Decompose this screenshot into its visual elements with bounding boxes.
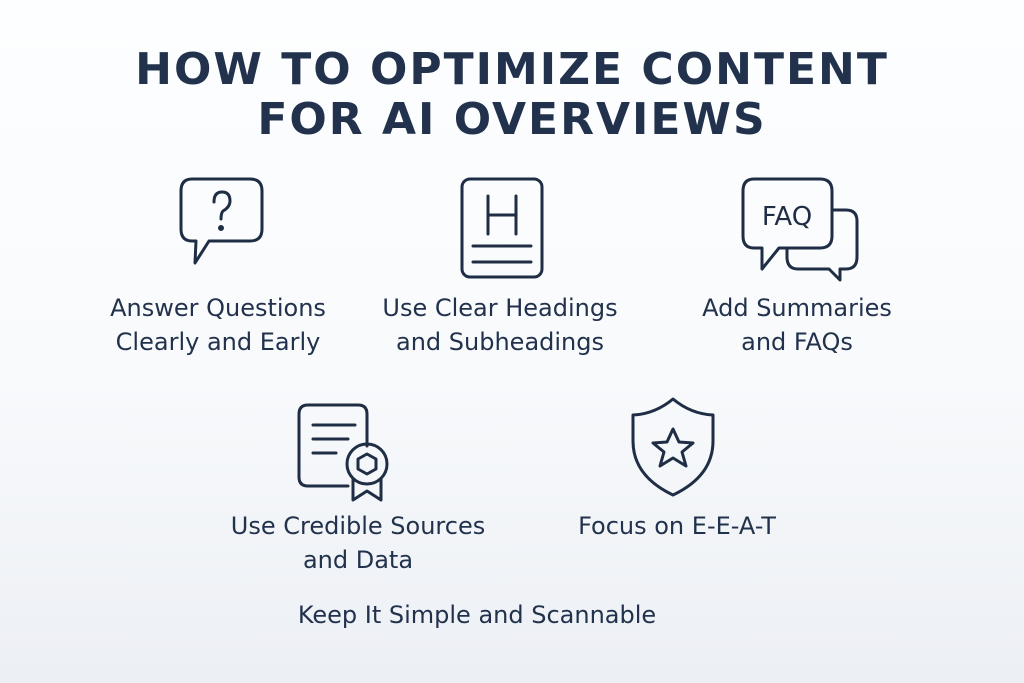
item-label-line1: Add Summaries bbox=[702, 294, 892, 322]
question-bubble-icon bbox=[179, 177, 264, 265]
item-credible-sources: Use Credible Sources and Data bbox=[198, 509, 518, 577]
page-title-line1: HOW TO OPTIMIZE CONTENT bbox=[135, 44, 889, 95]
item-label-line2: and FAQs bbox=[741, 328, 853, 356]
certificate-icon bbox=[297, 403, 389, 502]
item-summaries-faqs: Add Summaries and FAQs bbox=[637, 291, 957, 359]
item-eeat: Focus on E-E-A-T bbox=[517, 509, 837, 543]
shield-star-icon bbox=[631, 397, 715, 497]
footer-tagline: Keep It Simple and Scannable bbox=[297, 601, 657, 629]
item-label-line1: Use Credible Sources bbox=[230, 512, 486, 540]
item-label-line2: Clearly and Early bbox=[115, 328, 321, 356]
page-title-line2: FOR AI OVERVIEWS bbox=[257, 94, 767, 145]
heading-document-icon bbox=[460, 177, 544, 279]
item-label-line1: Use Clear Headings bbox=[382, 294, 618, 322]
item-label-line2: and Data bbox=[302, 546, 414, 574]
item-clear-headings: Use Clear Headings and Subheadings bbox=[340, 291, 660, 359]
item-label-line2: and Subheadings bbox=[396, 328, 604, 356]
item-label-line1: Focus on E-E-A-T bbox=[578, 512, 776, 540]
faq-glyph: FAQ bbox=[762, 202, 812, 232]
item-answer-questions: Answer Questions Clearly and Early bbox=[58, 291, 378, 359]
item-label-line1: Answer Questions bbox=[110, 294, 326, 322]
faq-bubbles-icon: FAQ bbox=[741, 177, 859, 282]
